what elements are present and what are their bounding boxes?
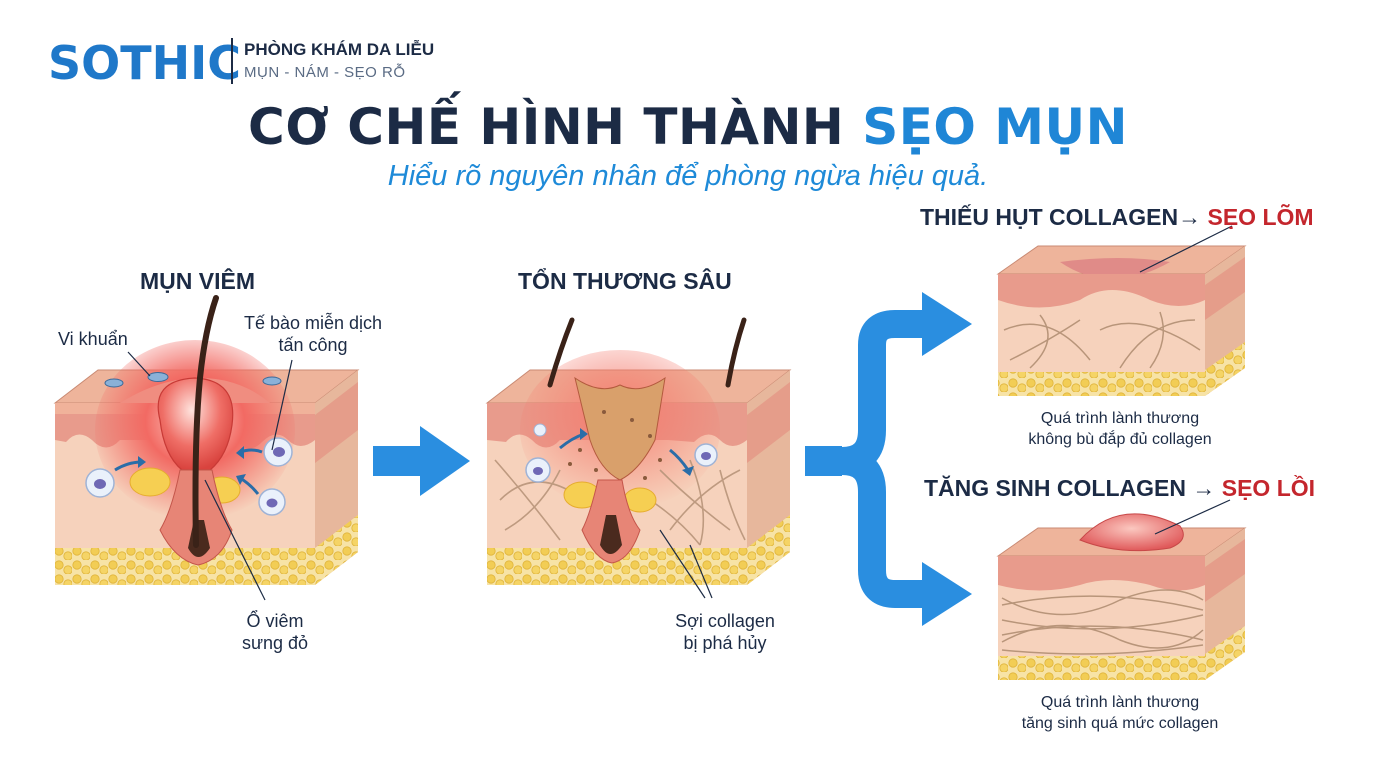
hypertrophic-scar-block <box>996 499 1247 680</box>
stage-arrow-2 <box>805 446 842 476</box>
label-collagen-line2: bị phá hủy <box>683 633 767 653</box>
outcome2-result: SẸO LỒI <box>1221 475 1316 501</box>
inflamed-acne-block <box>53 295 360 601</box>
outcome2-caption-line1: Quá trình lành thương <box>1040 694 1200 711</box>
outcome2-cause: TĂNG SINH COLLAGEN <box>924 475 1186 501</box>
label-immune-line2: tấn công <box>278 335 348 355</box>
page-subtitle: Hiểu rõ nguyên nhân để phòng ngừa hiệu q… <box>387 160 989 192</box>
outcome1-caption-line1: Quá trình lành thương <box>1040 410 1200 427</box>
label-inflammation-line2: sưng đỏ <box>241 633 309 653</box>
outcome1-heading: THIẾU HỤT COLLAGEN→ SẸO LÕM <box>920 204 1314 231</box>
outcome2-caption-line2: tăng sinh quá mức collagen <box>1021 715 1219 732</box>
clinic-tagline: MỤN - NÁM - SẸO RỖ <box>244 64 406 81</box>
logo-divider <box>231 38 233 84</box>
stage-arrow-1 <box>373 426 470 496</box>
outcome2-heading: TĂNG SINH COLLAGEN → SẸO LỒI <box>924 475 1315 502</box>
clinic-name: PHÒNG KHÁM DA LIỄU <box>244 40 435 59</box>
label-immune-cells: Tế bào miễn dịch tấn công <box>218 312 408 356</box>
stage2-heading: TỔN THƯƠNG SÂU <box>518 268 732 294</box>
stage1-heading: MỤN VIÊM <box>140 268 255 294</box>
title-main: CƠ CHẾ HÌNH THÀNH <box>248 98 845 156</box>
label-collagen-destroyed: Sợi collagen bị phá hủy <box>650 610 800 654</box>
label-bacteria: Vi khuẩn <box>58 329 128 349</box>
atrophic-scar-block <box>996 225 1247 396</box>
label-inflammation: Ổ viêm sưng đỏ <box>215 610 335 654</box>
sothic-logo: SOTHIC <box>48 36 241 90</box>
outcome1-result: SẸO LÕM <box>1207 204 1314 230</box>
label-inflammation-line1: Ổ viêm <box>246 611 304 631</box>
branch-arrowhead-bottom <box>922 562 972 626</box>
outcome1-caption: Quá trình lành thương không bù đắp đủ co… <box>990 408 1250 450</box>
branch-connector <box>841 310 930 475</box>
outcome2-caption: Quá trình lành thương tăng sinh quá mức … <box>990 692 1250 734</box>
outcome1-caption-line2: không bù đắp đủ collagen <box>1028 431 1212 448</box>
outcome1-arrow: → <box>1178 204 1202 230</box>
label-collagen-line1: Sợi collagen <box>675 611 775 631</box>
page-title: CƠ CHẾ HÌNH THÀNH SẸO MỤN <box>0 98 1376 156</box>
branch-arrowhead-top <box>922 292 972 356</box>
outcome1-cause: THIẾU HỤT COLLAGEN <box>920 204 1179 230</box>
deep-damage-block <box>485 317 792 599</box>
label-immune-line1: Tế bào miễn dịch <box>243 313 383 333</box>
title-highlight: SẸO MỤN <box>862 98 1128 156</box>
outcome2-arrow: → <box>1192 475 1216 501</box>
